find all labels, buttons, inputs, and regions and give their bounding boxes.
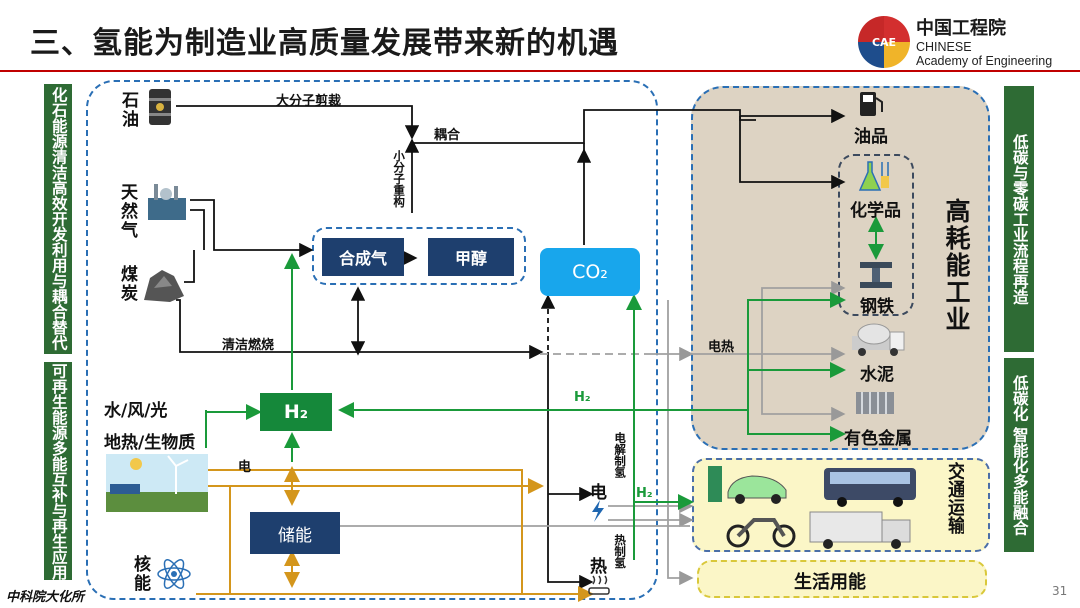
footer-org: 中科院大化所	[6, 590, 85, 605]
logo-en-line1: CHINESE	[916, 40, 972, 54]
edge-electrolysis-label: 电解制氢	[613, 432, 628, 478]
title-divider	[0, 70, 1080, 72]
motorcycle-icon	[724, 506, 798, 548]
left-region	[86, 80, 658, 600]
source-nuclear-label: 核能	[134, 555, 151, 594]
syngas-box: 合成气	[322, 238, 404, 276]
truck-icon	[808, 508, 914, 550]
edge-elec-heat-label: 电热	[708, 340, 735, 355]
chem-steel-group	[838, 154, 914, 316]
logo-en-line2: Academy of Engineering	[916, 54, 1053, 68]
source-renewable1-label: 水/风/光	[104, 401, 168, 421]
source-renewable2-label: 地热/生物质	[104, 433, 196, 453]
h2-box: H₂	[260, 393, 332, 431]
living-energy-label: 生活用能	[794, 572, 866, 593]
edge-coupling-label: 耦合	[434, 128, 461, 143]
page-number: 31	[1052, 584, 1068, 598]
chemistry-flask-icon	[858, 158, 894, 194]
methanol-box: 甲醇	[428, 238, 514, 276]
edge-thermal-h2-label: 热制氢	[613, 534, 628, 569]
bus-icon	[822, 462, 918, 508]
edge-h2-label: H₂	[574, 390, 591, 405]
edge-cracking-label: 大分子剪裁	[276, 94, 342, 109]
renewable-landscape-icon	[106, 454, 208, 512]
logo-cn-text: 中国工程院	[916, 18, 1006, 39]
industry-heading: 高耗能工业	[942, 198, 971, 333]
side-label-right-bottom: 低碳化 智能化多能融合	[1004, 358, 1034, 552]
side-label-left-top: 化石能源清洁高效开发利用与耦合替代	[44, 84, 72, 354]
industry-steel-label: 钢铁	[860, 297, 894, 317]
lightning-icon	[590, 500, 606, 522]
cae-logo-icon: CAE	[858, 16, 910, 68]
heat-icon	[588, 574, 610, 596]
ev-car-icon	[706, 462, 792, 506]
cement-truck-icon	[850, 320, 906, 358]
side-label-left-bottom: 可再生能源多能互补与再生应用	[44, 362, 72, 580]
co2-box: CO₂	[540, 248, 640, 296]
metal-coils-icon	[854, 388, 896, 416]
transport-heading: 交通运输	[946, 462, 964, 534]
side-label-right-top: 低碳与零碳工业流程再造	[1004, 86, 1034, 352]
edge-h2-transport-label: H₂	[636, 486, 653, 501]
industry-cement-label: 水泥	[860, 365, 894, 385]
nuclear-icon	[156, 556, 192, 592]
storage-box: 储能	[250, 512, 340, 554]
source-oil-label: 石油	[122, 91, 139, 130]
edge-clean-burn-label: 清洁燃烧	[222, 338, 275, 353]
source-coal-label: 煤炭	[121, 265, 138, 304]
gas-plant-icon	[144, 180, 190, 226]
industry-metals-label: 有色金属	[844, 429, 912, 449]
oil-barrel-icon	[146, 86, 174, 128]
fuel-pump-icon	[856, 90, 886, 118]
elec-node-label: 电	[590, 483, 607, 503]
industry-oil-products-label: 油品	[854, 127, 888, 147]
page-title: 三、氢能为制造业高质量发展带来新的机遇	[30, 26, 619, 61]
industry-chemicals-label: 化学品	[850, 201, 901, 221]
living-region	[697, 560, 987, 598]
steel-icon	[858, 260, 894, 290]
edge-elec-label: 电	[238, 460, 252, 475]
edge-reform-label: 小分子重构	[392, 150, 407, 208]
heat-node-label: 热	[590, 557, 607, 577]
coal-icon	[140, 266, 188, 304]
source-gas-label: 天然气	[121, 183, 138, 241]
